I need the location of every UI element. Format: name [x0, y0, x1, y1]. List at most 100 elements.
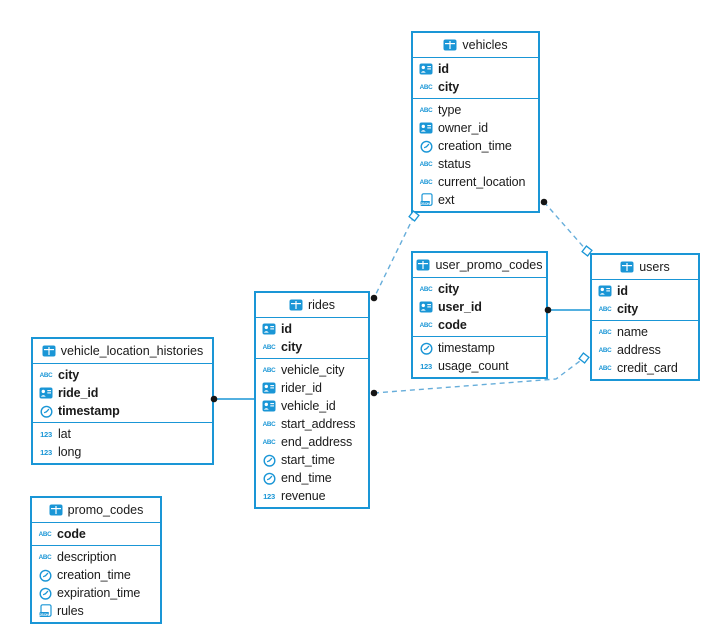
id-badge-type-icon: [261, 400, 277, 412]
connection-user_promo_codes-users: [544, 306, 590, 314]
clock-type-icon: [261, 454, 277, 467]
num-glyph: 123: [40, 447, 52, 457]
abc-glyph: ABC: [419, 285, 433, 293]
abc-glyph: ABC: [419, 321, 433, 329]
table-header[interactable]: vehicles: [413, 33, 538, 58]
number-type-icon: 123: [261, 492, 277, 501]
field-name: address: [617, 343, 661, 357]
table-header[interactable]: user_promo_codes: [413, 253, 546, 278]
table-title: vehicle_location_histories: [60, 344, 204, 358]
table-header[interactable]: rides: [256, 293, 368, 318]
relation-square-marker: [578, 352, 590, 364]
field-row: ABC description: [32, 548, 160, 566]
table-title: promo_codes: [67, 503, 144, 517]
field-name: city: [58, 368, 80, 382]
id-badge-type-icon: [418, 301, 434, 313]
id-badge-type-icon: [418, 122, 434, 134]
field-name: lat: [58, 427, 71, 441]
relation-dot-marker: [370, 389, 378, 397]
key-field-row: ride_id: [33, 384, 212, 402]
key-field-row: id: [413, 60, 538, 78]
field-name: start_address: [281, 417, 356, 431]
field-row: rider_id: [256, 379, 368, 397]
abc-glyph: ABC: [598, 328, 612, 336]
text-type-icon: ABC: [261, 367, 277, 374]
field-row: creation_time: [32, 566, 160, 584]
relation-dot-marker: [370, 294, 378, 302]
field-row: timestamp: [413, 339, 546, 357]
connection-vehicle_location_histories-rides: [210, 395, 255, 403]
table-icon: [443, 39, 457, 51]
field-name: creation_time: [57, 568, 131, 582]
field-row: ABC name: [592, 323, 698, 341]
field-name: start_time: [281, 453, 335, 467]
field-name: id: [438, 62, 449, 76]
field-name: id: [281, 322, 292, 336]
svg-text:JSON: JSON: [420, 202, 430, 206]
field-name: timestamp: [438, 341, 495, 355]
abc-glyph: ABC: [262, 366, 276, 374]
abc-glyph: ABC: [419, 83, 433, 91]
abc-glyph: ABC: [419, 160, 433, 168]
table-header[interactable]: promo_codes: [32, 498, 160, 523]
text-type-icon: ABC: [418, 322, 434, 329]
field-name: description: [57, 550, 117, 564]
table-header[interactable]: vehicle_location_histories: [33, 339, 212, 364]
field-name: user_id: [438, 300, 482, 314]
field-name: ride_id: [58, 386, 99, 400]
text-type-icon: ABC: [418, 179, 434, 186]
text-type-icon: ABC: [37, 531, 53, 538]
field-name: status: [438, 157, 471, 171]
number-type-icon: 123: [38, 448, 54, 457]
field-name: end_time: [281, 471, 332, 485]
field-name: timestamp: [58, 404, 120, 418]
abc-glyph: ABC: [262, 420, 276, 428]
json-type-icon: JSON: [418, 193, 434, 207]
clock-type-icon: [38, 405, 54, 418]
text-type-icon: ABC: [418, 84, 434, 91]
abc-glyph: ABC: [38, 553, 52, 561]
abc-glyph: ABC: [598, 305, 612, 313]
field-name: credit_card: [617, 361, 678, 375]
svg-text:JSON: JSON: [39, 613, 49, 617]
table-title: rides: [307, 298, 336, 312]
text-type-icon: ABC: [418, 107, 434, 114]
field-name: owner_id: [438, 121, 488, 135]
table-header[interactable]: users: [592, 255, 698, 280]
field-name: current_location: [438, 175, 526, 189]
text-type-icon: ABC: [261, 421, 277, 428]
text-type-icon: ABC: [418, 161, 434, 168]
field-row: ABC current_location: [413, 173, 538, 191]
connection-vehicles-users: [540, 198, 593, 257]
field-name: city: [438, 282, 460, 296]
field-name: name: [617, 325, 648, 339]
clock-type-icon: [261, 472, 277, 485]
field-name: vehicle_id: [281, 399, 336, 413]
field-row: ABC status: [413, 155, 538, 173]
table-title: user_promo_codes: [435, 258, 543, 272]
